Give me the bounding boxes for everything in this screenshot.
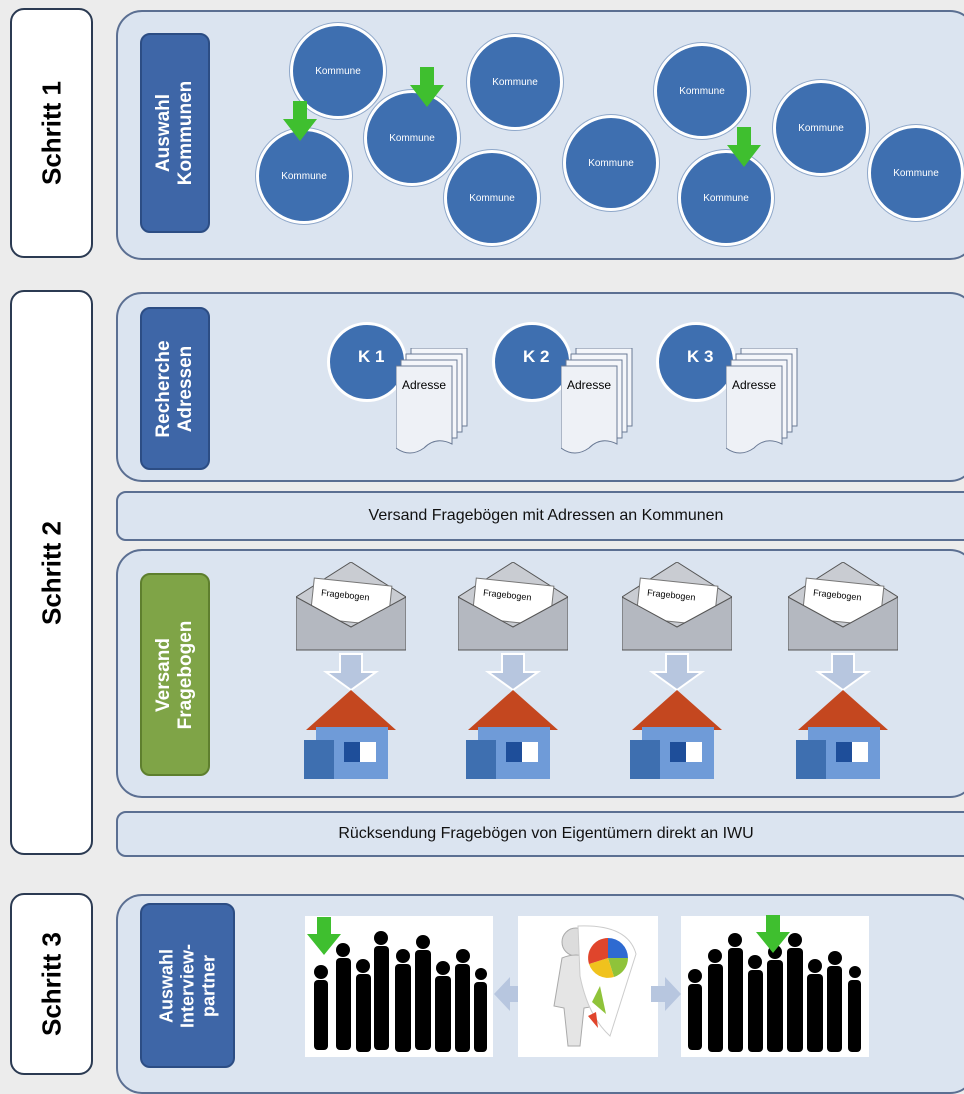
kommune-circle: Kommune: [654, 43, 750, 139]
step-3-box: Schritt 3: [10, 893, 93, 1075]
k2-circle: K 2: [492, 322, 572, 402]
kommune-circle: Kommune: [364, 90, 460, 186]
step-1-box: Schritt 1: [10, 8, 93, 258]
down-arrow-icon: [727, 127, 761, 167]
kommune-circle: Kommune: [256, 128, 352, 224]
right-arrow-icon: [651, 977, 681, 1011]
step-2-label: Schritt 2: [36, 520, 66, 625]
down-arrow-icon: [410, 67, 444, 107]
envelope-house-column: Fragebogen: [295, 561, 407, 782]
kommune-circle: Kommune: [868, 125, 964, 221]
versand-adressen-bar: Versand Fragebögen mit Adressen an Kommu…: [116, 491, 964, 541]
kommune-circle: Kommune: [444, 150, 540, 246]
step-3-label: Schritt 3: [36, 931, 66, 1037]
envelope-house-column: Fragebogen: [457, 561, 569, 782]
address-documents: Adresse: [396, 348, 471, 460]
envelope-house-column: Fragebogen: [787, 561, 899, 782]
ruecksendung-bar: Rücksendung Fragebögen von Eigentümern d…: [116, 811, 964, 857]
down-arrow-icon: [307, 917, 341, 955]
step-1-label: Schritt 1: [36, 80, 66, 186]
k3-circle: K 3: [656, 322, 736, 402]
analysis-figure-image: [518, 916, 658, 1057]
kommune-circle: Kommune: [563, 115, 659, 211]
kommune-circle: Kommune: [678, 150, 774, 246]
down-arrow-icon: [283, 101, 317, 141]
kommune-circle: Kommune: [467, 34, 563, 130]
address-documents: Adresse: [561, 348, 636, 460]
address-label: Adresse: [732, 378, 777, 392]
envelope-house-column: Fragebogen: [621, 561, 733, 782]
k1-circle: K 1: [327, 322, 407, 402]
address-label: Adresse: [567, 378, 612, 392]
down-arrow-icon: [756, 915, 790, 953]
address-label: Adresse: [402, 378, 447, 392]
step-2-box: Schritt 2: [10, 290, 93, 855]
kommune-circle: Kommune: [773, 80, 869, 176]
address-documents: Adresse: [726, 348, 801, 460]
left-arrow-icon: [494, 977, 524, 1011]
